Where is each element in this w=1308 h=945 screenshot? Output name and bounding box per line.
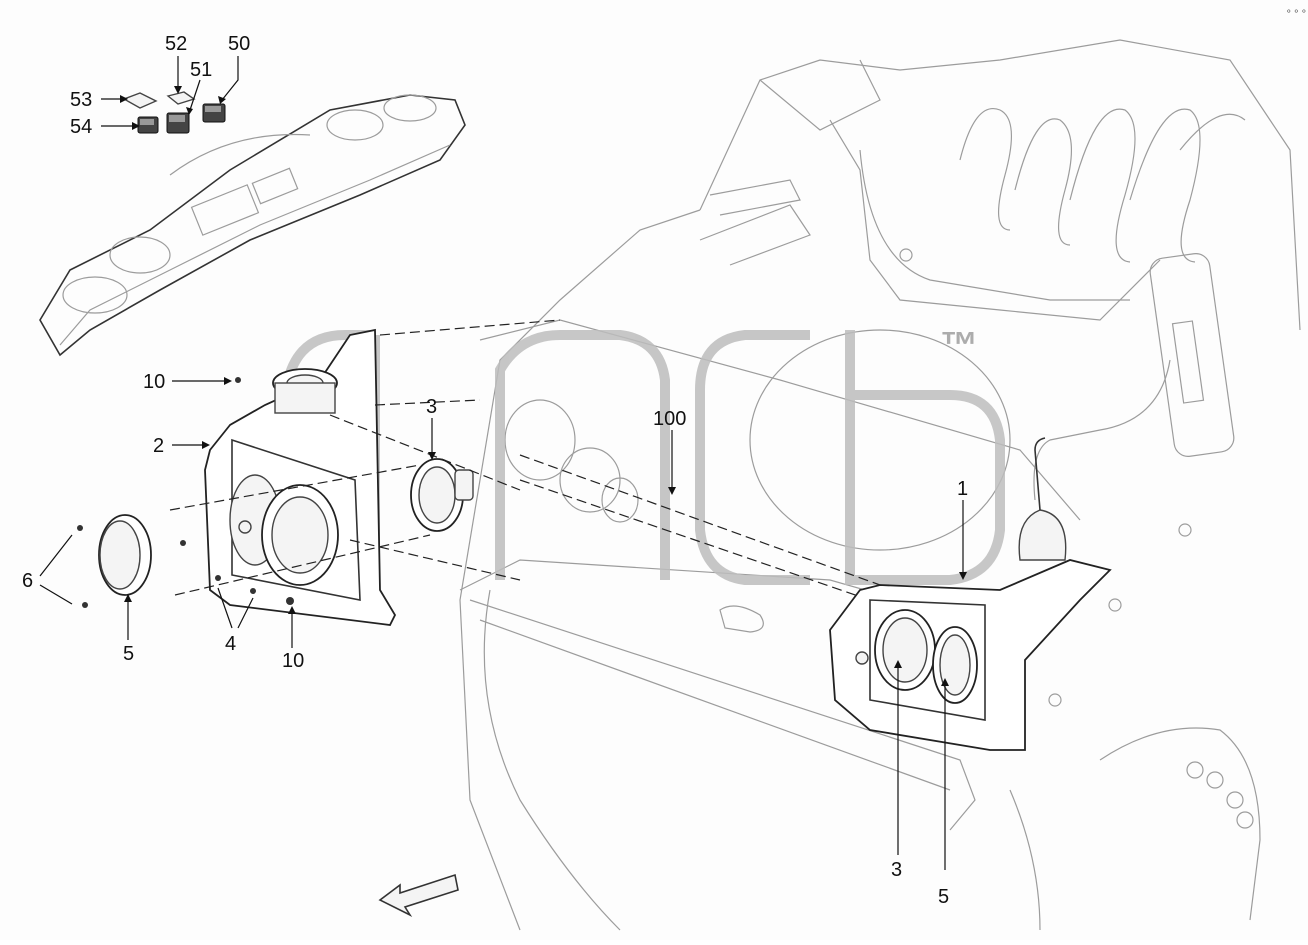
lamp-left bbox=[98, 514, 152, 596]
callout-100: 100 bbox=[653, 408, 686, 430]
screw-10-bottom bbox=[286, 597, 294, 605]
assembly-lines bbox=[169, 319, 881, 601]
callout-6: 6 bbox=[22, 570, 33, 592]
direction-arrow-icon bbox=[378, 873, 459, 917]
leader-lines bbox=[39, 56, 967, 870]
callout-5-right: 5 bbox=[938, 886, 949, 908]
overhead-console bbox=[39, 94, 466, 357]
callout-3-left: 3 bbox=[426, 396, 437, 418]
screw-6-bottom bbox=[82, 602, 88, 608]
trademark-symbol: ™ bbox=[940, 325, 978, 367]
callout-4: 4 bbox=[225, 633, 236, 655]
callout-10-bottom: 10 bbox=[282, 650, 304, 672]
callout-53: 53 bbox=[70, 89, 92, 111]
callout-1: 1 bbox=[957, 478, 968, 500]
left-pillar-panel bbox=[204, 328, 397, 626]
callout-10-top: 10 bbox=[143, 371, 165, 393]
switch-53 bbox=[122, 92, 158, 109]
cab-background-outline bbox=[459, 39, 1301, 931]
callout-54: 54 bbox=[70, 116, 92, 138]
callout-3-right: 3 bbox=[891, 859, 902, 881]
callout-52: 52 bbox=[165, 33, 187, 55]
callout-50: 50 bbox=[228, 33, 250, 55]
right-pillar-panel bbox=[829, 437, 1112, 751]
speaker-left bbox=[410, 458, 474, 532]
watermark: ™ bbox=[280, 325, 1005, 585]
screw-10-top bbox=[235, 377, 241, 383]
callout-5-left: 5 bbox=[123, 643, 134, 665]
switch-set bbox=[122, 91, 226, 134]
switch-52 bbox=[166, 91, 196, 105]
corner-mark: ⚬⚬⚬ bbox=[1285, 6, 1308, 16]
callout-51: 51 bbox=[190, 59, 212, 81]
screw-6-top bbox=[77, 525, 83, 531]
screws bbox=[77, 377, 294, 608]
callout-labels: 52 50 51 53 54 10 2 3 6 5 4 10 100 1 3 5… bbox=[22, 6, 1308, 908]
callout-2: 2 bbox=[153, 435, 164, 457]
